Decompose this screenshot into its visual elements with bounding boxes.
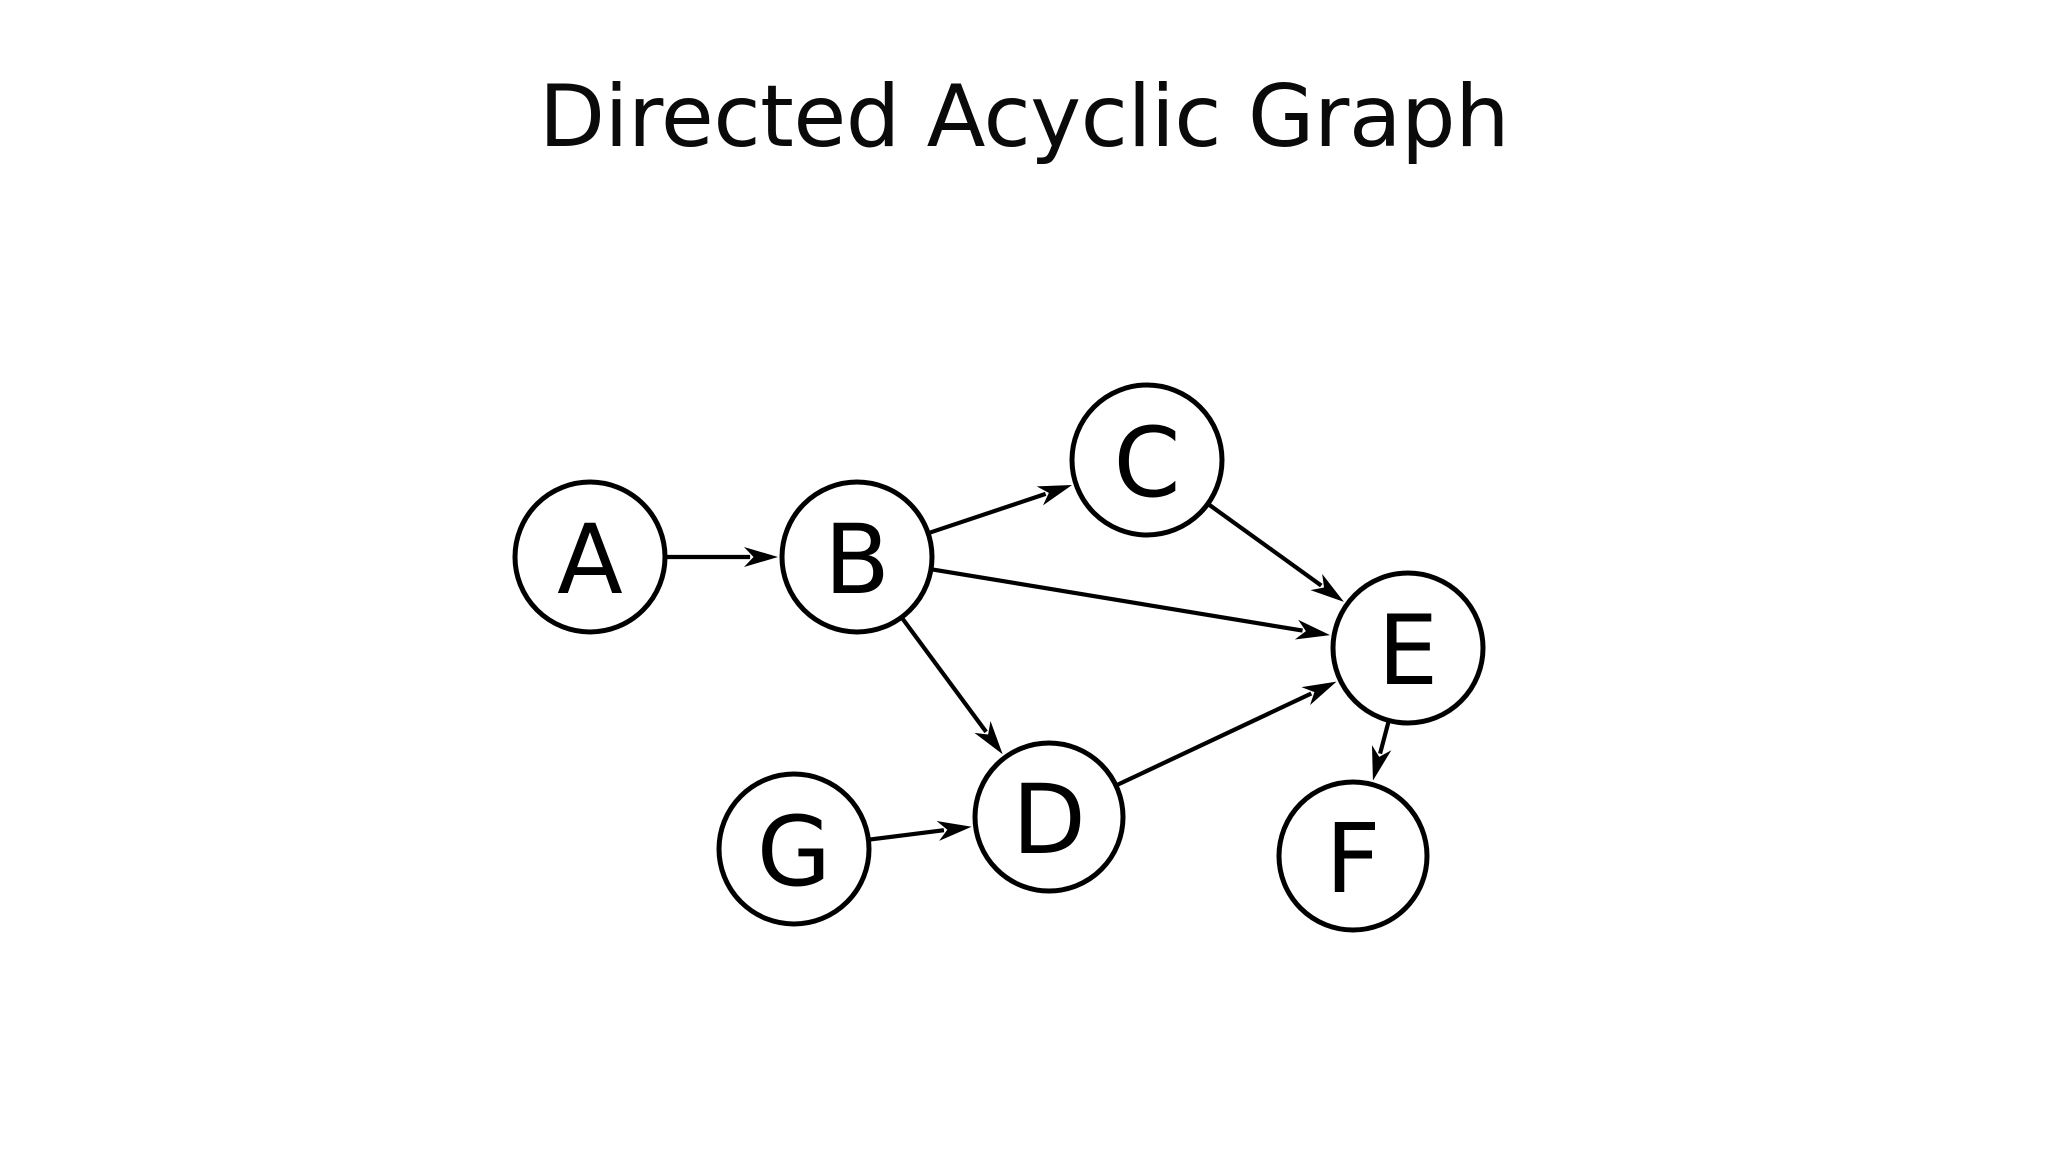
node-label-b: B xyxy=(824,504,890,616)
node-circle-b[interactable] xyxy=(779,479,935,635)
arrowhead-icon-b-d xyxy=(974,720,1003,755)
arrowhead-icon-c-e xyxy=(1310,573,1344,602)
edge-line-g-d xyxy=(870,828,945,842)
edge-line-c-e xyxy=(1208,503,1323,588)
arrowhead-icon-b-e xyxy=(1294,619,1331,640)
node-circle-d[interactable] xyxy=(972,740,1126,894)
arrowhead-icon-a-b xyxy=(744,547,778,567)
node-circle-f[interactable] xyxy=(1276,779,1430,933)
graph-node-g[interactable]: G xyxy=(716,771,872,927)
graph-node-b[interactable]: B xyxy=(779,479,935,635)
graph-node-a[interactable]: A xyxy=(512,479,668,635)
page-title: Directed Acyclic Graph xyxy=(538,67,1510,167)
node-label-g: G xyxy=(757,796,831,908)
graph-node-e[interactable]: E xyxy=(1330,570,1486,726)
edge-line-b-c xyxy=(929,491,1047,535)
arrowhead-icon-g-d xyxy=(936,821,972,841)
node-circle-c[interactable] xyxy=(1069,382,1225,538)
graph-node-f[interactable]: F xyxy=(1276,779,1430,933)
node-circle-g[interactable] xyxy=(716,771,872,927)
graph-node-d[interactable]: D xyxy=(972,740,1126,894)
node-label-e: E xyxy=(1378,595,1439,707)
arrowhead-icon-b-c xyxy=(1036,485,1073,506)
nodes-layer: A B C D EF G xyxy=(512,382,1486,933)
edge-line-b-e xyxy=(932,567,1303,633)
node-label-c: C xyxy=(1113,407,1180,519)
arrowhead-icon-d-e xyxy=(1301,681,1337,706)
node-circle-e[interactable] xyxy=(1330,570,1486,726)
node-label-f: F xyxy=(1325,803,1380,915)
edge-line-e-f xyxy=(1378,721,1391,755)
node-label-d: D xyxy=(1012,764,1086,876)
node-label-a: A xyxy=(557,504,623,616)
edges-layer xyxy=(667,485,1392,842)
graph-node-c[interactable]: C xyxy=(1069,382,1225,538)
node-circle-a[interactable] xyxy=(512,479,668,635)
arrowhead-icon-e-f xyxy=(1371,745,1392,781)
edge-line-b-d xyxy=(901,617,988,734)
edge-line-d-e xyxy=(1116,691,1313,787)
